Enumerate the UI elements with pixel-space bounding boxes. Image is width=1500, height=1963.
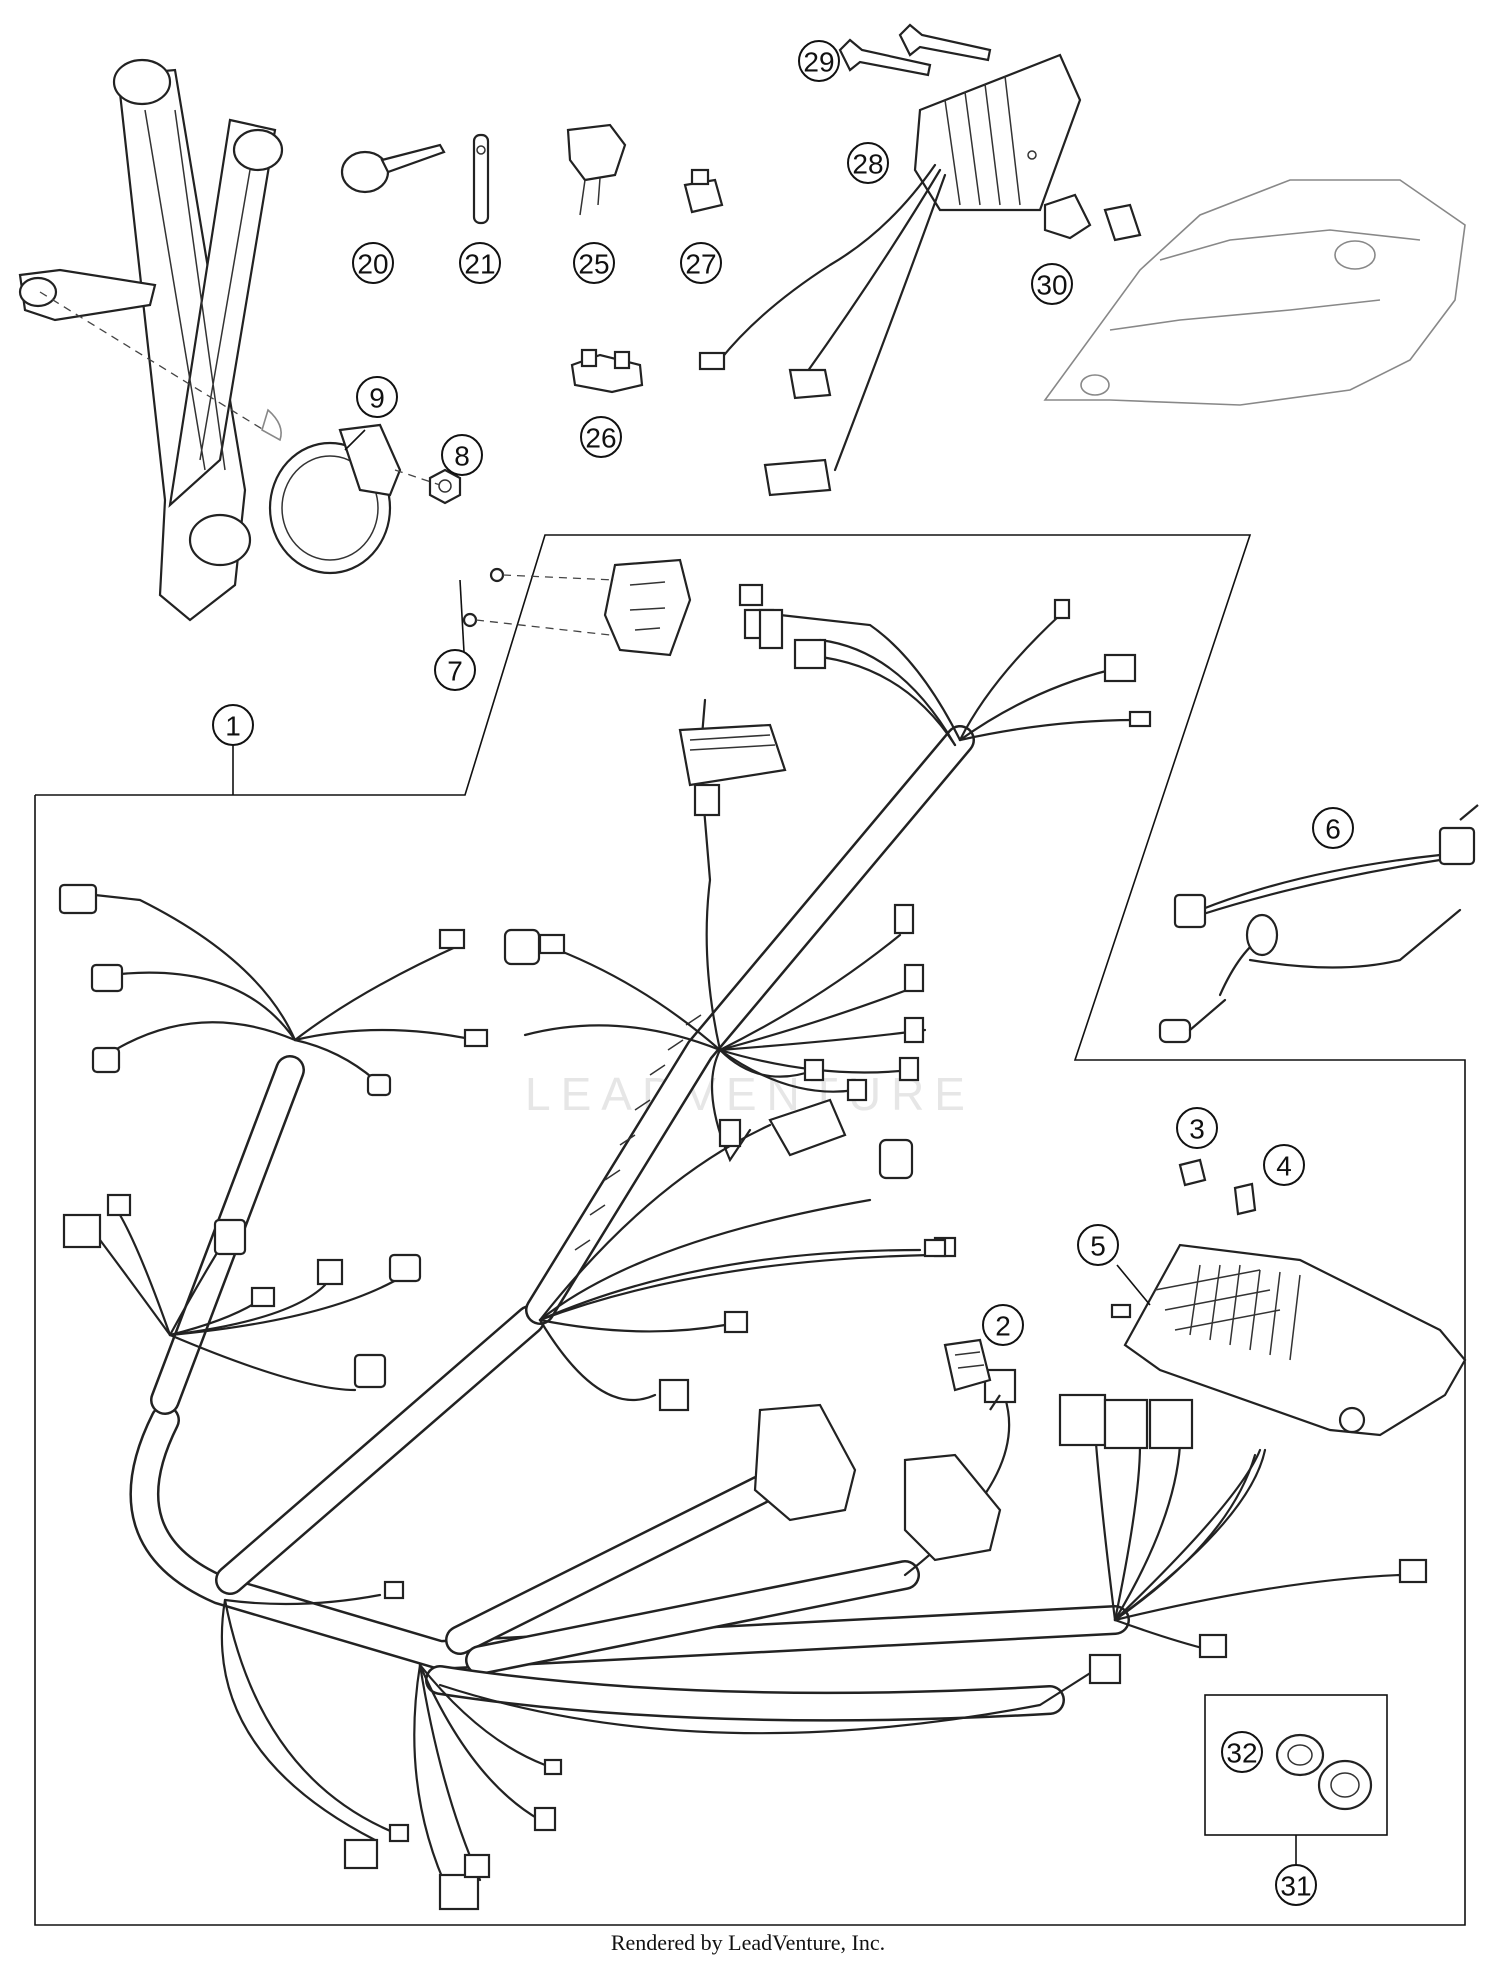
svg-text:29: 29 xyxy=(803,47,834,78)
watermark: LEADVENTURE xyxy=(525,1068,975,1120)
connector-2 xyxy=(943,1338,992,1392)
svg-text:7: 7 xyxy=(447,656,463,687)
callout-5: 5 xyxy=(1077,1224,1119,1266)
svg-text:6: 6 xyxy=(1325,814,1341,845)
rear-housing xyxy=(1043,179,1466,406)
harness-connectors xyxy=(58,583,1428,1911)
voltage-regulator xyxy=(698,53,1082,497)
svg-text:1: 1 xyxy=(225,711,241,742)
horn-mount-line xyxy=(394,469,441,486)
callout-31: 31 xyxy=(1275,1864,1317,1906)
main-harness-frame xyxy=(34,534,1466,1926)
cable-strap xyxy=(472,133,490,225)
relay-holder xyxy=(566,123,627,216)
fuse-box xyxy=(1110,1243,1467,1437)
callout-26: 26 xyxy=(580,416,622,458)
svg-text:8: 8 xyxy=(454,441,470,472)
svg-text:32: 32 xyxy=(1226,1738,1257,1769)
callout-2: 2 xyxy=(982,1304,1024,1346)
main-wiring-harness xyxy=(93,613,1402,1897)
svg-text:31: 31 xyxy=(1280,1871,1311,1902)
svg-text:2: 2 xyxy=(995,1311,1011,1342)
svg-text:20: 20 xyxy=(357,249,388,280)
fuses xyxy=(1178,1158,1257,1216)
svg-text:9: 9 xyxy=(369,383,385,414)
callout-7: 7 xyxy=(434,649,476,691)
relay xyxy=(683,168,724,214)
cable-tie xyxy=(340,143,446,194)
callout-20: 20 xyxy=(352,242,394,284)
horn xyxy=(261,408,402,575)
callout-6: 6 xyxy=(1312,807,1354,849)
svg-text:27: 27 xyxy=(685,249,716,280)
connector-clip xyxy=(570,348,644,394)
screws xyxy=(838,23,992,77)
callout-8: 8 xyxy=(441,434,483,476)
svg-text:28: 28 xyxy=(852,149,883,180)
grommet-kit xyxy=(1275,1733,1373,1811)
nut xyxy=(428,468,462,505)
render-credit: Rendered by LeadVenture, Inc. xyxy=(611,1930,885,1955)
callout-3: 3 xyxy=(1176,1107,1218,1149)
callout-32: 32 xyxy=(1221,1731,1263,1773)
clips xyxy=(1043,193,1142,242)
wiring-harness-6 xyxy=(1158,804,1479,1044)
bracket-plate xyxy=(462,558,692,657)
svg-text:25: 25 xyxy=(578,249,609,280)
svg-text:5: 5 xyxy=(1090,1231,1106,1262)
callout-9: 9 xyxy=(356,376,398,418)
svg-text:26: 26 xyxy=(585,423,616,454)
svg-text:30: 30 xyxy=(1036,270,1067,301)
svg-text:4: 4 xyxy=(1276,1151,1292,1182)
svg-text:3: 3 xyxy=(1189,1114,1205,1145)
callout-27: 27 xyxy=(680,242,722,284)
callout-30: 30 xyxy=(1031,263,1073,305)
svg-text:21: 21 xyxy=(464,249,495,280)
callout-28: 28 xyxy=(847,142,889,184)
callout-4: 4 xyxy=(1263,1144,1305,1186)
callout-25: 25 xyxy=(573,242,615,284)
callout-29: 29 xyxy=(798,40,840,82)
callout-1: 1 xyxy=(212,704,254,746)
callout-21: 21 xyxy=(459,242,501,284)
mounting-bracket xyxy=(18,58,284,622)
